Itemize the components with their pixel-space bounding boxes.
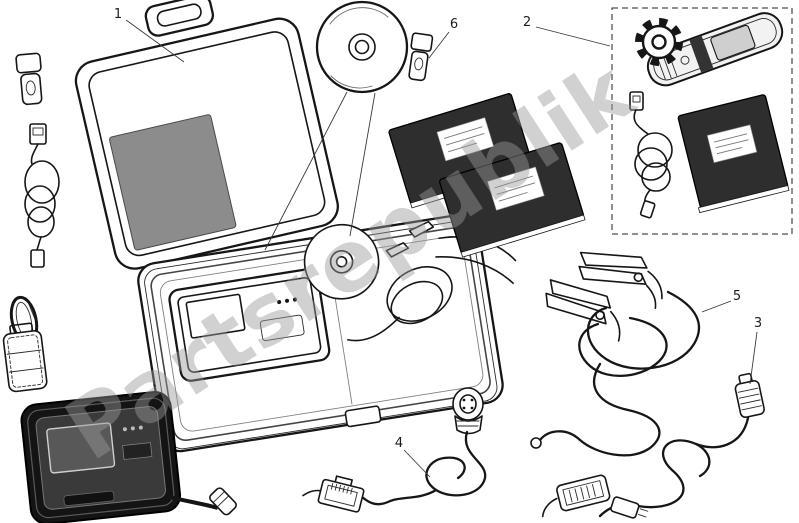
case-handle xyxy=(144,0,215,37)
case-base xyxy=(137,213,517,453)
alligator-clamp xyxy=(578,251,663,310)
device-screen xyxy=(46,422,116,474)
gear-icon xyxy=(635,18,683,66)
tester-screen xyxy=(710,24,756,61)
callout-5: 5 xyxy=(733,289,741,304)
callout-2: 2 xyxy=(523,15,531,30)
strap xyxy=(2,322,48,393)
leader-line-3 xyxy=(749,331,758,385)
clamp-in-case xyxy=(385,242,410,258)
din-connector xyxy=(452,387,484,435)
callout-1: 1 xyxy=(114,7,122,22)
leader-line-1 xyxy=(125,19,185,63)
lid-document-pocket xyxy=(109,114,237,251)
carrying-case xyxy=(74,0,517,453)
leader-line-cd xyxy=(264,91,348,251)
usb-stick-left xyxy=(15,52,43,106)
usb-stick-item6 xyxy=(408,32,434,82)
usb-cable-coiled-left xyxy=(24,123,60,268)
case-lid xyxy=(74,0,339,270)
leader-line-4 xyxy=(403,449,431,478)
small-plug xyxy=(610,496,649,519)
callout-4: 4 xyxy=(395,436,403,451)
callout-3: 3 xyxy=(754,316,762,331)
clamp-in-case xyxy=(408,220,435,238)
cd-disc xyxy=(264,0,409,251)
handheld-tester xyxy=(646,12,784,87)
round-connector xyxy=(734,372,765,419)
leader-line-2 xyxy=(535,26,611,47)
callout-6: 6 xyxy=(450,17,458,32)
manual-booklet xyxy=(439,142,586,258)
tester-kit-box xyxy=(611,7,793,235)
tester-in-case xyxy=(168,268,331,382)
callouts: 1 2 3 4 5 6 xyxy=(114,7,762,478)
case-latch xyxy=(344,405,382,428)
leader-line-6 xyxy=(428,31,450,59)
manuals-stack xyxy=(388,93,586,258)
dds-tester-device xyxy=(20,390,237,523)
kit-manual xyxy=(677,94,790,214)
diagnosis-cable-item4 xyxy=(302,387,487,513)
alligator-clamp xyxy=(545,279,621,342)
tester-screen xyxy=(185,293,246,339)
device-port xyxy=(63,490,115,507)
kit-usb-cable xyxy=(629,91,673,219)
leader-line-cd xyxy=(349,92,376,237)
obd-connector xyxy=(541,474,611,518)
cd-in-case xyxy=(303,223,380,300)
harness-in-case xyxy=(347,220,517,342)
leader-line-5 xyxy=(701,300,732,313)
rj45-connector xyxy=(302,475,365,513)
power-cable-item3 xyxy=(541,372,765,519)
kit-dashed-outline xyxy=(611,7,793,235)
battery-clamp-cable xyxy=(530,251,700,457)
